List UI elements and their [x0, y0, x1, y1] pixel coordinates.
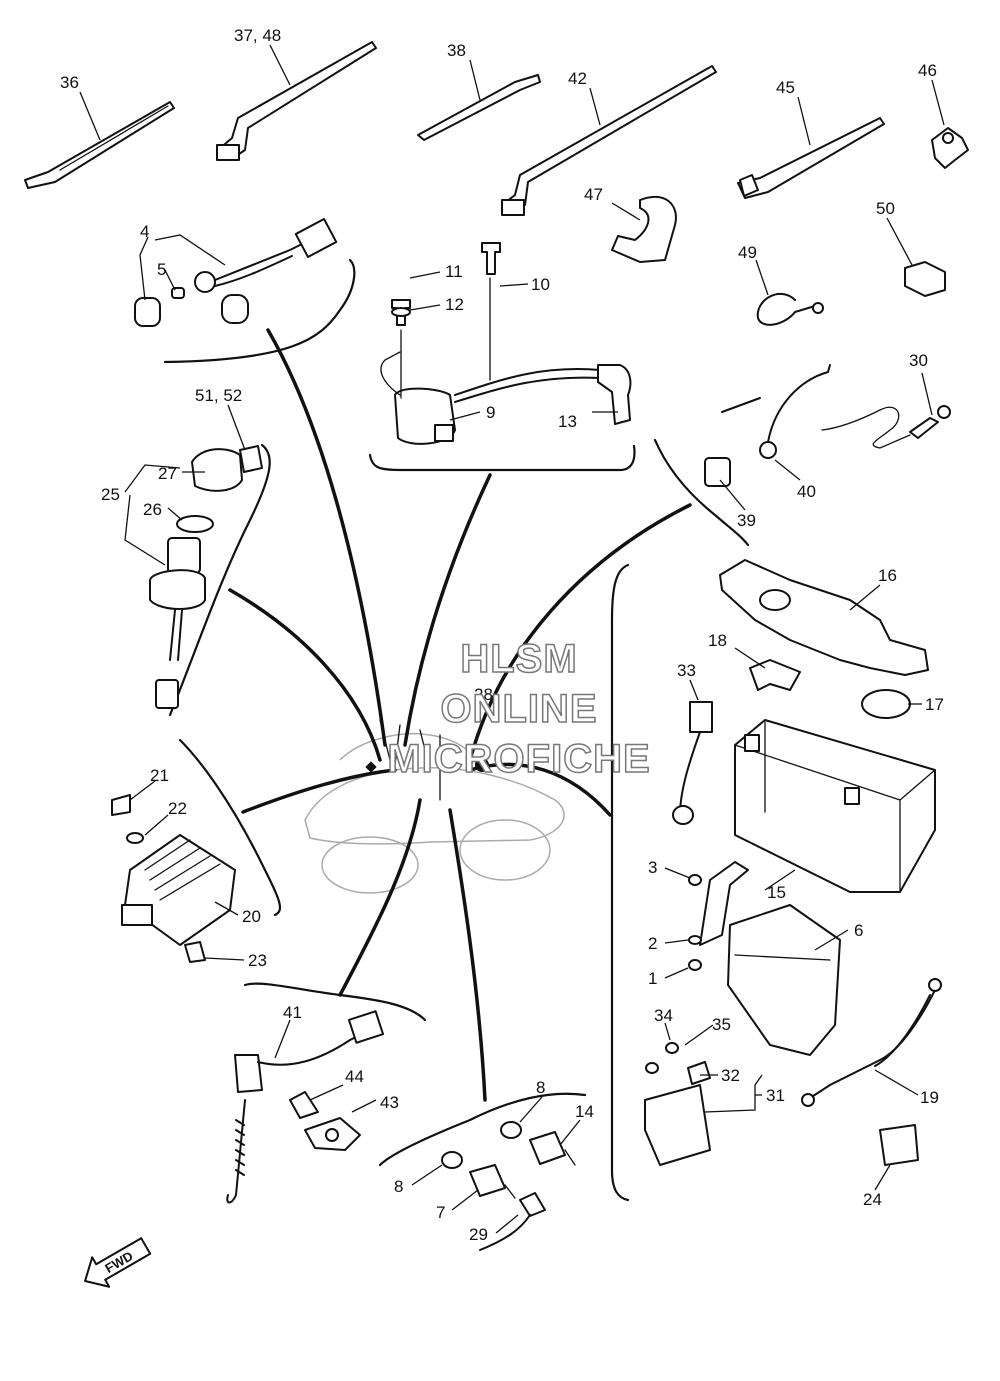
callout-51-52: 51, 52 [195, 386, 242, 405]
sensor-assembly [704, 364, 951, 487]
callout-35: 35 [712, 1015, 731, 1034]
switch-spring-assembly [226, 1010, 385, 1204]
group-frames [163, 258, 750, 1202]
callout-49: 49 [738, 243, 757, 262]
callout-40: 40 [797, 482, 816, 501]
callout-6: 6 [854, 921, 863, 940]
callout-24: 24 [863, 1190, 882, 1209]
band-49 [756, 293, 824, 326]
callout-labels: 36 37, 48 38 42 45 46 47 50 49 4 5 11 10… [60, 26, 944, 1244]
callout-19: 19 [920, 1088, 939, 1107]
callout-33: 33 [677, 661, 696, 680]
callout-9: 9 [486, 403, 495, 422]
lamp-lead-assembly [134, 218, 338, 327]
callout-30: 30 [909, 351, 928, 370]
callout-34: 34 [654, 1006, 673, 1025]
harness-wires [228, 328, 692, 1102]
callout-10: 10 [531, 275, 550, 294]
arrow-icon [84, 1237, 152, 1288]
callout-18: 18 [708, 631, 727, 650]
callout-4: 4 [140, 222, 149, 241]
callout-20: 20 [242, 907, 261, 926]
watermark-line-1: HLSM [460, 637, 577, 681]
callout-21: 21 [150, 766, 169, 785]
cable-tie-45 [737, 117, 885, 199]
watermark-line-2: ONLINE [440, 687, 597, 731]
cable-tie-38 [417, 74, 541, 141]
rectifier-regulator [111, 794, 236, 963]
clamp-50 [904, 261, 946, 297]
callout-45: 45 [776, 78, 795, 97]
ignition-coil-assembly [380, 242, 632, 445]
callout-8b: 8 [394, 1177, 403, 1196]
callout-42: 42 [568, 69, 587, 88]
callout-2: 2 [648, 934, 657, 953]
cable-tie-42 [501, 65, 717, 216]
callout-1: 1 [648, 969, 657, 988]
callout-17: 17 [925, 695, 944, 714]
battery-assembly [644, 559, 942, 1166]
callout-28: 28 [474, 685, 493, 704]
callout-25: 25 [101, 485, 120, 504]
callout-43: 43 [380, 1093, 399, 1112]
callout-7: 7 [436, 1203, 445, 1222]
callout-38: 38 [447, 41, 466, 60]
cable-tie-37-48 [216, 41, 377, 161]
callout-3: 3 [648, 858, 657, 877]
callout-36: 36 [60, 73, 79, 92]
callout-12: 12 [445, 295, 464, 314]
callout-26: 26 [143, 500, 162, 519]
callout-39: 39 [737, 511, 756, 530]
watermark-line-3: MICROFICHE [387, 737, 650, 781]
callout-15: 15 [767, 883, 786, 902]
callout-46: 46 [918, 61, 937, 80]
clamp-47 [611, 195, 677, 263]
callout-16: 16 [878, 566, 897, 585]
callout-11: 11 [445, 262, 463, 281]
callout-31: 31 [766, 1086, 785, 1105]
leader-lines [79, 44, 945, 1234]
callout-50: 50 [876, 199, 895, 218]
sensor-plug-assembly [441, 1121, 576, 1251]
clamp-46 [931, 127, 969, 169]
callout-37-48: 37, 48 [234, 26, 281, 45]
callout-44: 44 [345, 1067, 364, 1086]
main-switch-assembly [149, 445, 263, 709]
callout-22: 22 [168, 799, 187, 818]
callout-29: 29 [469, 1225, 488, 1244]
callout-5: 5 [157, 260, 166, 279]
callout-13: 13 [558, 412, 577, 431]
cable-tie-36 [24, 101, 175, 189]
callout-47: 47 [584, 185, 603, 204]
callout-41: 41 [283, 1003, 302, 1022]
callout-27: 27 [158, 464, 177, 483]
callout-23: 23 [248, 951, 267, 970]
callout-32: 32 [721, 1066, 740, 1085]
forward-direction-arrow: FWD [84, 1237, 152, 1288]
callout-8a: 8 [536, 1078, 545, 1097]
callout-14: 14 [575, 1102, 594, 1121]
watermark: HLSM ONLINE MICROFICHE [387, 636, 651, 782]
